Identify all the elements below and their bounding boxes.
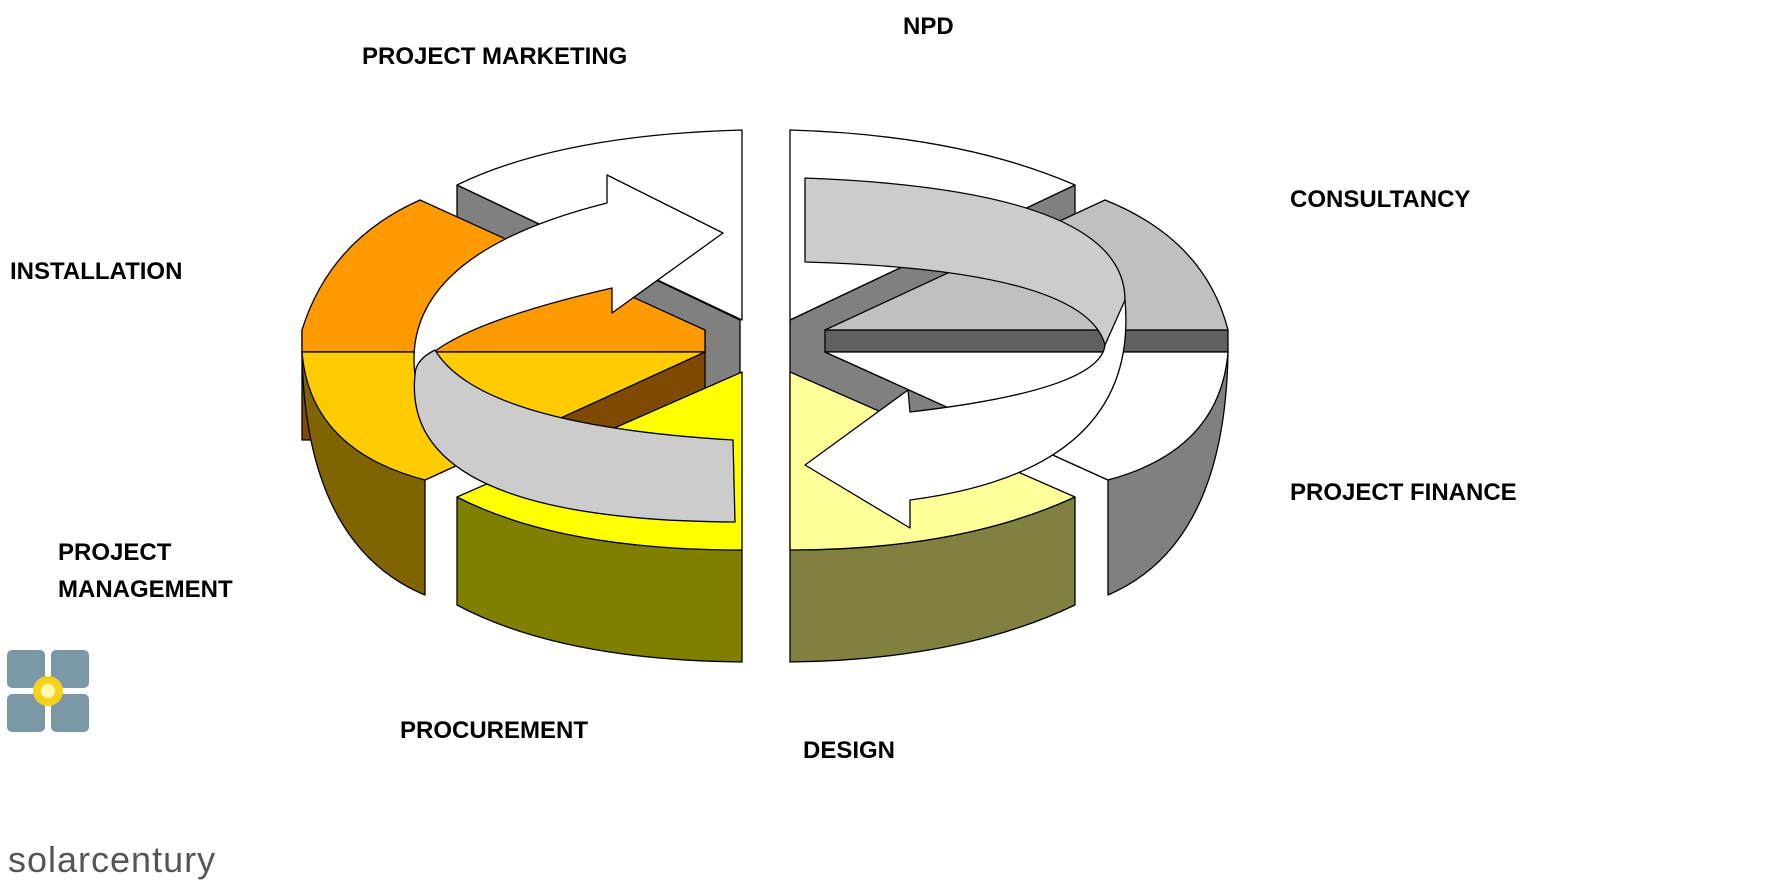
label-installation: INSTALLATION xyxy=(10,258,183,285)
label-project-management: PROJECT MANAGEMENT xyxy=(58,539,233,604)
cycle-arrow-grey-left xyxy=(413,349,736,523)
label-design: DESIGN xyxy=(803,737,896,764)
label-procurement: PROCUREMENT xyxy=(400,717,589,744)
label-project-finance: PROJECT FINANCE xyxy=(1290,479,1517,506)
cycle-arrow-white-left xyxy=(413,174,724,376)
label-project-marketing: PROJECT MARKETING xyxy=(362,43,628,70)
logo-text: solarcentury xyxy=(8,839,217,880)
segment-consultancy-side xyxy=(824,329,1229,353)
label-consultancy: CONSULTANCY xyxy=(1290,186,1471,213)
cycle-arrow-white-right xyxy=(804,299,1127,529)
solarcentury-logo-mark xyxy=(7,650,89,732)
label-npd: NPD xyxy=(903,13,954,40)
